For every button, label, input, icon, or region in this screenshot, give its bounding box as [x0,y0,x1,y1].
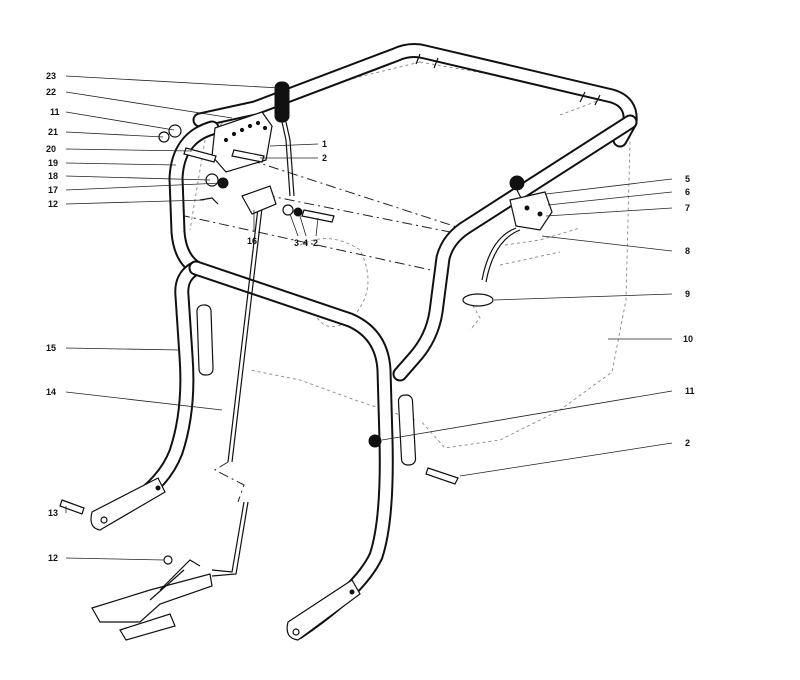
callout-14: 14 [46,387,56,397]
bolt-2-top [231,149,265,163]
callout-labels: 23 22 11 21 20 19 18 17 12 1 2 16 3 4 2 … [46,71,695,563]
lower-handle-frame [90,260,417,641]
callout-8: 8 [685,246,690,256]
left-handle-bar [168,120,220,276]
callout-12-low: 12 [48,553,58,563]
callout-11-top: 11 [50,107,60,117]
callout-17: 17 [48,185,58,195]
callout-2-low: 2 [685,438,690,448]
engine-control [462,175,553,307]
bolt-20 [183,147,217,163]
callout-6: 6 [685,187,690,197]
callout-3: 3 [294,238,299,248]
leader-lines [65,75,673,561]
callout-9: 9 [685,289,690,299]
callout-13: 13 [48,508,58,518]
nut-11-low [368,434,382,448]
callout-10: 10 [683,334,693,344]
washer-3 [282,204,294,216]
callout-19: 19 [48,158,58,168]
callout-16: 16 [247,236,257,246]
callout-23: 23 [46,71,56,81]
bolt-2-mid [301,209,335,223]
callout-7: 7 [685,203,690,213]
hardware [59,124,459,565]
callout-15: 15 [46,343,56,353]
lower-bracket [91,559,213,641]
bolt-2-low [425,467,459,485]
control-rod [211,207,263,577]
callout-12-top: 12 [48,199,58,209]
callout-11-low: 11 [685,386,695,396]
callout-20: 20 [46,144,56,154]
upper-bag-frame [192,43,638,382]
nut-4 [293,207,303,217]
callout-1: 1 [322,139,327,149]
callout-2-mid: 2 [313,238,318,248]
bolt-13 [59,499,85,515]
clip-12-low [163,555,173,565]
callout-2-top: 2 [322,153,327,163]
cable-clip-9 [462,293,494,307]
bag-frame-phantom [179,159,466,273]
callout-18: 18 [48,171,58,181]
callout-21: 21 [48,127,58,137]
callout-4: 4 [303,238,308,248]
callout-5: 5 [685,174,690,184]
callout-22: 22 [46,87,56,97]
nut-11-top [168,124,182,138]
clip-12-top [199,197,219,205]
